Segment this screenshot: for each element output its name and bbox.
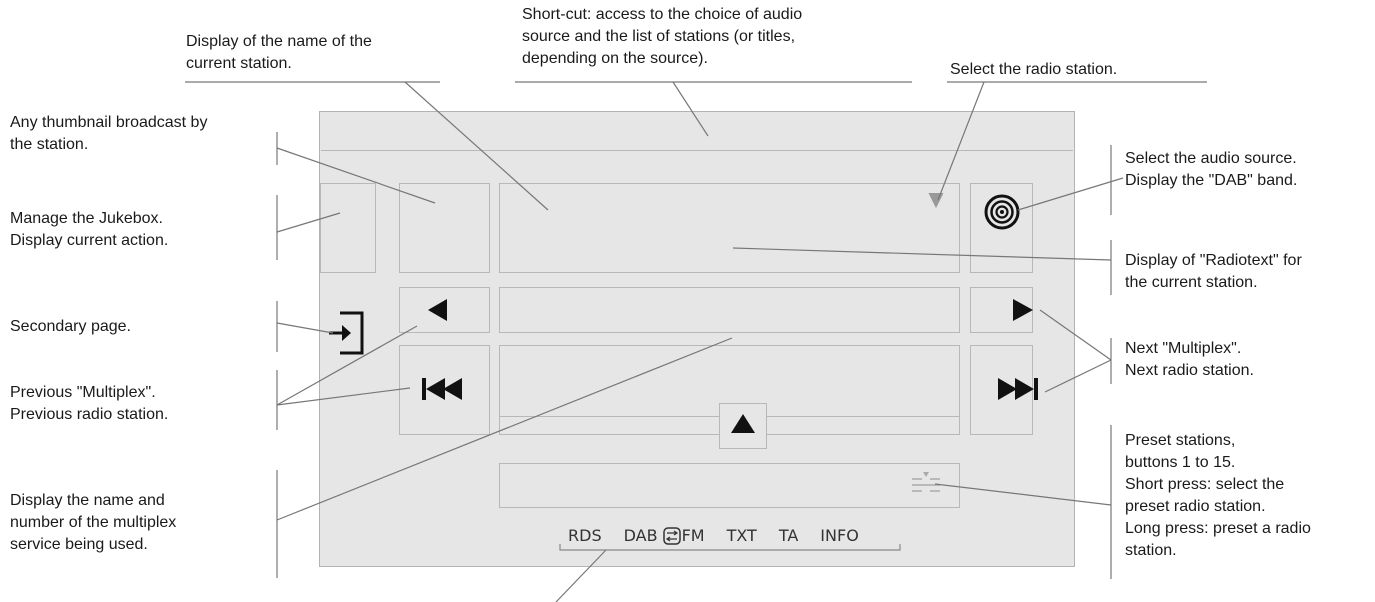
status-bracket xyxy=(559,544,901,551)
dab-indicator[interactable]: DAB xyxy=(623,526,658,545)
station-info-panel[interactable] xyxy=(499,183,960,273)
callout-multiplex-name: Display the name and number of the multi… xyxy=(10,492,177,553)
callout-secondary-page: Secondary page. xyxy=(10,318,131,335)
preset-list-icon xyxy=(912,472,940,492)
callout-previous: Previous "Multiplex". Previous radio sta… xyxy=(10,384,169,423)
leader-lines xyxy=(185,81,1207,602)
info-indicator[interactable]: INFO xyxy=(820,526,859,545)
dab-radio-icon xyxy=(984,194,1020,230)
callout-select-station: Select the radio station. xyxy=(950,61,1118,78)
callout-jukebox: Manage the Jukebox. Display current acti… xyxy=(10,210,169,249)
callout-thumbnail: Any thumbnail broadcast by the station. xyxy=(10,114,208,153)
callout-presets: Preset stations, buttons 1 to 15. Short … xyxy=(1125,432,1311,559)
exit-icon xyxy=(329,311,364,355)
right-arrow-icon xyxy=(1013,299,1033,321)
thumbnail-area xyxy=(399,183,490,273)
callout-radiotext: Display of "Radiotext" for the current s… xyxy=(1125,252,1302,291)
fm-indicator[interactable]: FM xyxy=(681,526,705,545)
radiotext-bar xyxy=(499,287,960,333)
callout-audio-source: Select the audio source. Display the "DA… xyxy=(1125,150,1298,189)
callout-short-cut: Short-cut: access to the choice of audio… xyxy=(522,6,803,67)
header-divider xyxy=(321,150,1073,151)
status-bar: RDS DAB FM TXT TA INFO xyxy=(568,526,881,545)
txt-indicator[interactable]: TXT xyxy=(726,526,757,545)
dab-fm-switch-icon xyxy=(663,527,681,545)
preset-stations-bar[interactable] xyxy=(499,463,960,508)
ta-indicator[interactable]: TA xyxy=(778,526,799,545)
select-station-marker xyxy=(928,192,944,209)
next-track-icon xyxy=(998,378,1038,400)
previous-track-icon xyxy=(422,378,462,400)
up-arrow-icon xyxy=(731,414,755,433)
jukebox-area[interactable] xyxy=(320,183,376,273)
rds-indicator[interactable]: RDS xyxy=(568,526,602,545)
callout-station-name: Display of the name of the current stati… xyxy=(186,33,372,72)
left-arrow-icon xyxy=(428,299,447,321)
callout-next: Next "Multiplex". Next radio station. xyxy=(1125,340,1254,379)
